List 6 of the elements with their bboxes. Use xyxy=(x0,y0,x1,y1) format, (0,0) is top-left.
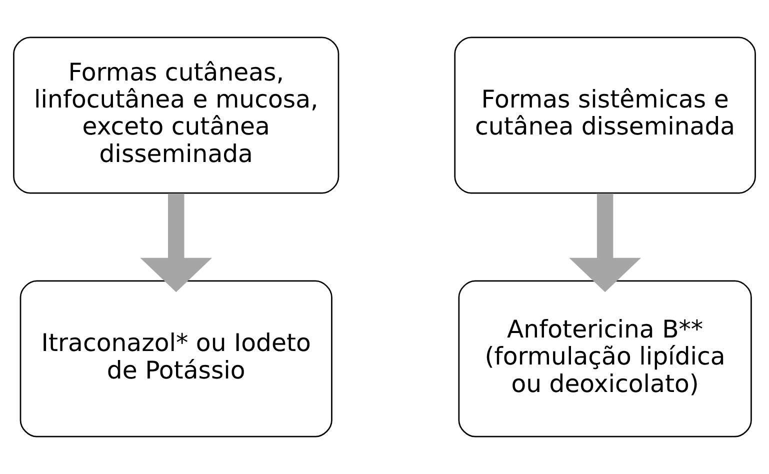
node-box: Formas sistêmicas e cutânea disseminada xyxy=(454,36,756,194)
node-box: Anfotericina B** (formulação lipídica ou deoxicolato) xyxy=(458,280,752,438)
node-box: Itraconazol* ou Iodeto de Potássio xyxy=(20,280,332,438)
arrow xyxy=(140,193,212,292)
node-box: Formas cutâneas, linfocutânea e mucosa, exceto cutânea disseminada xyxy=(13,36,340,194)
arrow xyxy=(569,193,641,292)
